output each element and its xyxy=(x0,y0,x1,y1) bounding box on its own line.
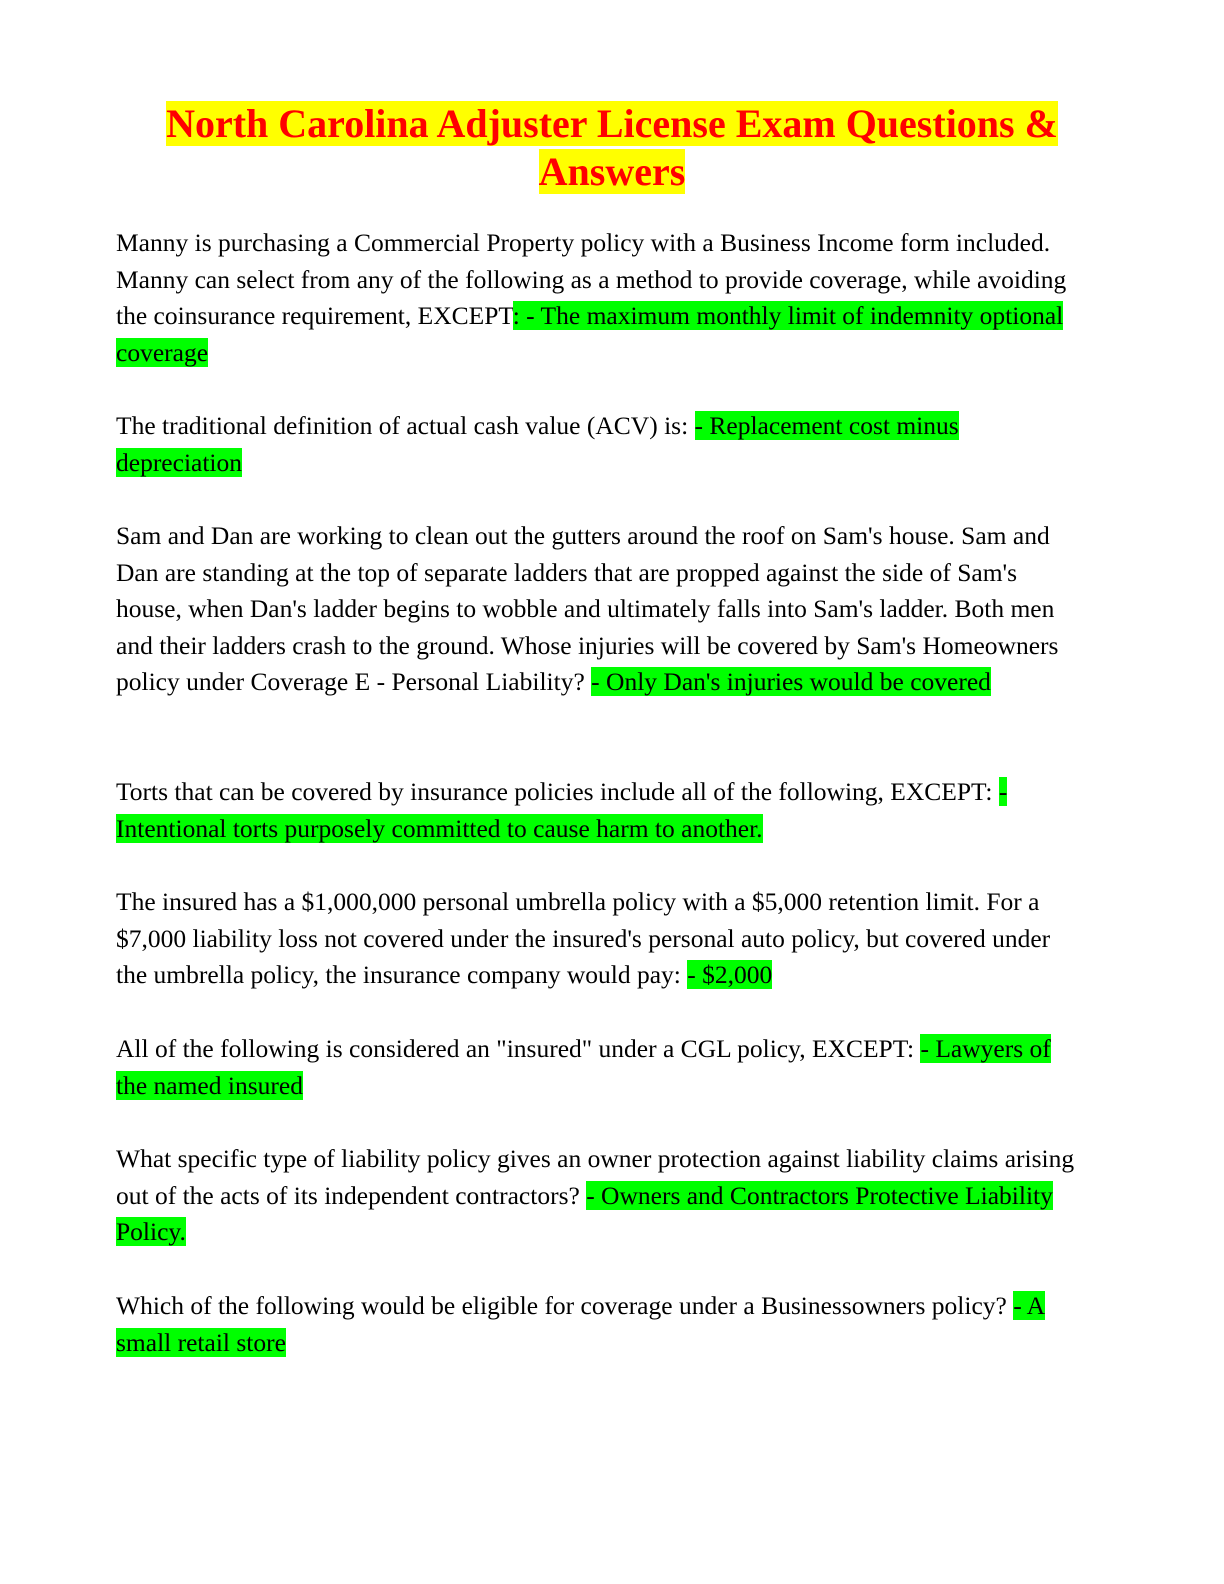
qa-item-3: Sam and Dan are working to clean out the… xyxy=(116,518,1076,701)
question-text: The traditional definition of actual cas… xyxy=(116,411,695,440)
qa-item-4: Torts that can be covered by insurance p… xyxy=(116,774,1076,847)
qa-item-1: Manny is purchasing a Commercial Propert… xyxy=(116,225,1076,371)
question-text: Torts that can be covered by insurance p… xyxy=(116,777,999,806)
question-text: What specific type of liability policy g… xyxy=(116,1144,1075,1210)
question-text: Manny is purchasing a Commercial Propert… xyxy=(116,228,1067,331)
question-text: Which of the following would be eligible… xyxy=(116,1291,1014,1320)
page-title-text: North Carolina Adjuster License Exam Que… xyxy=(166,101,1058,194)
question-text: The insured has a $1,000,000 personal um… xyxy=(116,887,1051,990)
qa-item-5: The insured has a $1,000,000 personal um… xyxy=(116,884,1076,994)
answer-highlight: - Only Dan's injuries would be covered xyxy=(591,667,991,697)
qa-item-7: What specific type of liability policy g… xyxy=(116,1141,1076,1251)
page-title: North Carolina Adjuster License Exam Que… xyxy=(100,100,1124,196)
answer-highlight: - $2,000 xyxy=(687,960,773,990)
qa-item-2: The traditional definition of actual cas… xyxy=(116,408,1076,481)
qa-item-8: Which of the following would be eligible… xyxy=(116,1288,1076,1361)
qa-item-6: All of the following is considered an "i… xyxy=(116,1031,1076,1104)
question-text: Sam and Dan are working to clean out the… xyxy=(116,521,1059,697)
question-text: All of the following is considered an "i… xyxy=(116,1034,921,1063)
